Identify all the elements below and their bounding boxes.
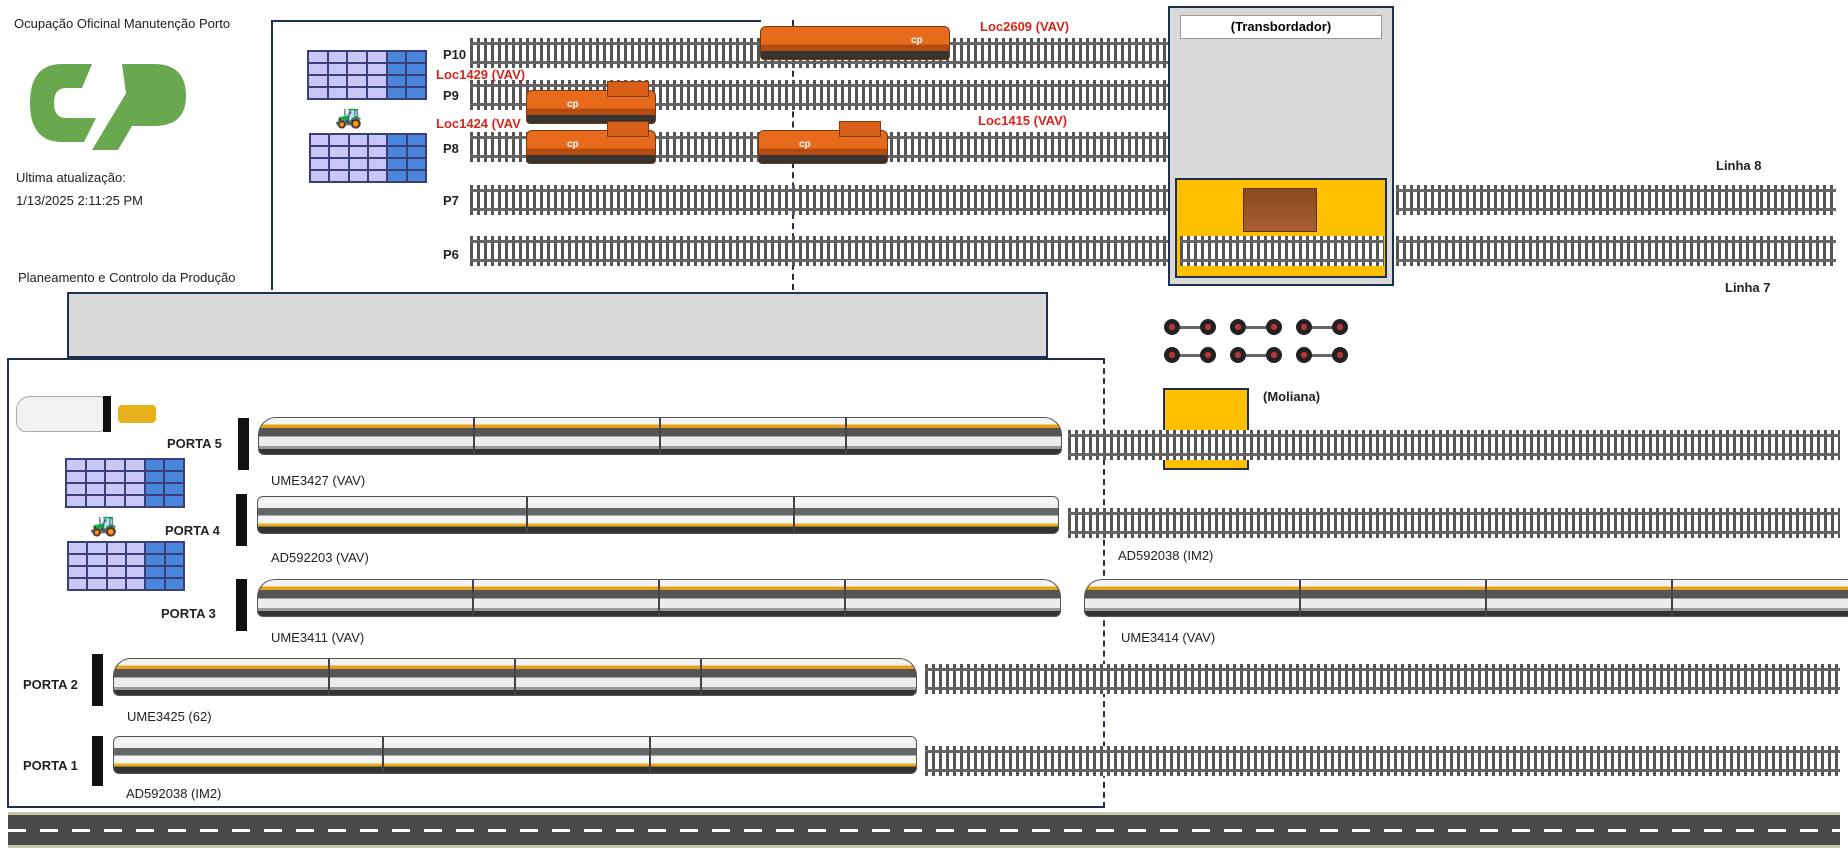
track-label-p9: P9 (443, 88, 459, 103)
train-ume3411[interactable] (257, 579, 1061, 617)
loco-1424[interactable]: cp (526, 130, 656, 164)
train-ad592038[interactable] (113, 736, 917, 774)
transbordador-cab (1243, 188, 1317, 232)
page-title: Ocupação Oficinal Manutenção Porto (14, 16, 230, 31)
track-label-p7: P7 (443, 193, 459, 208)
door-3[interactable] (236, 579, 247, 631)
door-label-1: PORTA 1 (23, 758, 78, 773)
train-label-ad592038-left: AD592038 (IM2) (126, 786, 221, 801)
door-2[interactable] (92, 654, 103, 706)
loco-label-1424: Loc1424 (VAV (436, 116, 521, 131)
train-label-ume3427: UME3427 (VAV) (271, 473, 365, 488)
track-label-p10: P10 (443, 47, 466, 62)
door-4[interactable] (236, 494, 247, 546)
train-ume3427[interactable] (258, 417, 1062, 455)
train-ad592203[interactable] (257, 496, 1059, 534)
loco-1415[interactable]: cp (758, 130, 888, 164)
track-linha7[interactable] (1396, 236, 1836, 266)
top-frame-left (271, 20, 273, 290)
forklift-icon (118, 405, 156, 423)
door-label-2: PORTA 2 (23, 677, 78, 692)
train-ume3425[interactable] (113, 658, 917, 696)
storage-rack (307, 50, 427, 100)
storage-rack (65, 458, 185, 508)
loco-label-1429: Loc1429 (VAV) (436, 67, 525, 82)
transbordador-track (1180, 236, 1384, 266)
loco-label-2609: Loc2609 (VAV) (980, 19, 1069, 34)
door-label-4: PORTA 4 (165, 523, 220, 538)
top-frame-top (271, 20, 761, 22)
moliana-label: (Moliana) (1263, 389, 1320, 404)
door-1[interactable] (92, 736, 103, 786)
track-label-p6: P6 (443, 247, 459, 262)
track-porta1[interactable] (925, 746, 1840, 776)
forklift-icon: 🚜 (90, 512, 117, 538)
building-band (67, 292, 1048, 358)
train-label-ume3425: UME3425 (62) (127, 709, 212, 724)
track-porta4[interactable] (1068, 508, 1840, 538)
track-porta5[interactable] (1068, 430, 1840, 460)
loco-1429[interactable]: cp (526, 90, 656, 124)
loco-2609[interactable]: cp (760, 26, 950, 60)
train-label-ume3414: UME3414 (VAV) (1121, 630, 1215, 645)
track-p7[interactable] (470, 185, 1170, 215)
transbordador-label: (Transbordador) (1180, 15, 1382, 39)
van-icon (16, 396, 104, 432)
linha7-label: Linha 7 (1725, 280, 1771, 295)
door-label-3: PORTA 3 (161, 606, 216, 621)
track-label-p8: P8 (443, 141, 459, 156)
track-linha8[interactable] (1396, 185, 1836, 215)
storage-rack (309, 133, 427, 183)
door-5[interactable] (238, 418, 249, 470)
loco-label-1415: Loc1415 (VAV) (978, 113, 1067, 128)
track-porta2[interactable] (925, 664, 1840, 694)
storage-rack (67, 541, 185, 591)
train-ume3414[interactable] (1084, 579, 1848, 617)
last-update-value: 1/13/2025 2:11:25 PM (16, 193, 143, 208)
linha8-label: Linha 8 (1716, 158, 1762, 173)
cp-logo-icon (22, 56, 194, 150)
door-label-5: PORTA 5 (167, 436, 222, 451)
road (8, 812, 1840, 848)
train-label-ad592038-right: AD592038 (IM2) (1118, 548, 1213, 563)
train-label-ume3411: UME3411 (VAV) (271, 630, 364, 645)
planning-label: Planeamento e Controlo da Produção (18, 270, 236, 285)
last-update-label: Ultima atualização: (16, 170, 126, 185)
train-label-ad592203: AD592203 (VAV) (271, 550, 369, 565)
van-door (103, 396, 111, 432)
forklift-icon: 🚜 (335, 104, 362, 130)
track-p6[interactable] (470, 236, 1170, 266)
